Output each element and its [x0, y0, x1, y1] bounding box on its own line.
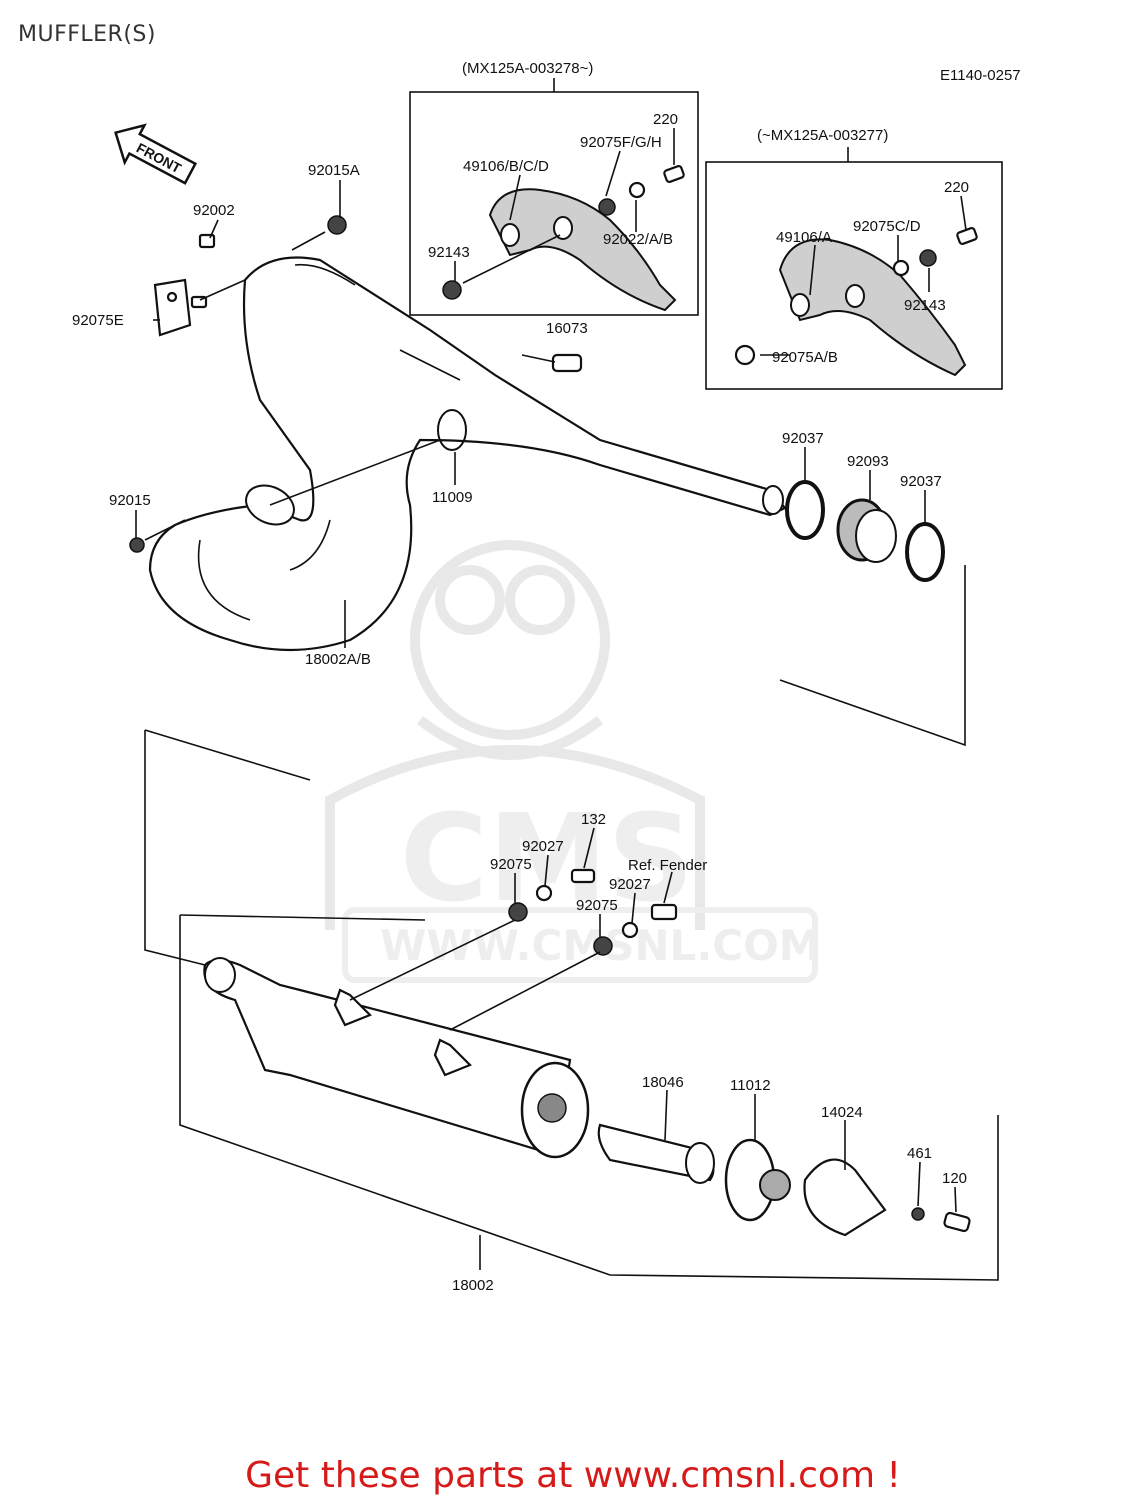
label-92075e: 92075E — [72, 312, 124, 329]
group-box-early-serial — [705, 161, 1003, 390]
heat-guard-early — [778, 238, 967, 377]
diagram-code: E1140-0257 — [940, 67, 1021, 84]
label-18046: 18046 — [642, 1074, 684, 1091]
label-18002ab: 18002A/B — [305, 651, 371, 668]
label-92143-a: 92143 — [428, 244, 470, 261]
silencer-mount-hardware — [508, 868, 678, 956]
small-parts-early — [734, 227, 978, 366]
silencer — [203, 957, 590, 1159]
gasket-ring — [437, 409, 467, 451]
expansion-chamber — [148, 256, 787, 652]
label-16073: 16073 — [546, 320, 588, 337]
part-labels: 220 92075F/G/H 49106/B/C/D 92022/A/B 921… — [72, 111, 969, 1294]
label-461: 461 — [907, 1145, 932, 1162]
clamp-connector-set — [785, 480, 945, 582]
label-92075cd: 92075C/D — [853, 218, 921, 235]
silencer-rear-parts — [597, 1123, 971, 1237]
label-92027-b: 92027 — [609, 876, 651, 893]
label-92022ab: 92022/A/B — [603, 231, 673, 248]
watermark: CMS WWW.CMSNL.COM — [325, 540, 821, 983]
label-220-a: 220 — [653, 111, 678, 128]
label-92093: 92093 — [847, 453, 889, 470]
label-92075fgh: 92075F/G/H — [580, 134, 662, 151]
label-92015: 92015 — [109, 492, 151, 509]
label-92075-a: 92075 — [490, 856, 532, 873]
label-11012: 11012 — [730, 1077, 771, 1094]
label-92037-a: 92037 — [782, 430, 824, 447]
label-92037-b: 92037 — [900, 473, 942, 490]
label-92143-b: 92143 — [904, 297, 946, 314]
label-18002: 18002 — [452, 1277, 494, 1294]
label-49106bcd: 49106/B/C/D — [463, 158, 549, 175]
footer-link[interactable]: Get these parts at www.cmsnl.com ! — [245, 1455, 901, 1496]
heat-guard-late — [488, 188, 677, 312]
label-132: 132 — [581, 811, 606, 828]
group-label-late-serial: (MX125A-003278~) — [462, 60, 593, 77]
label-14024: 14024 — [821, 1104, 863, 1121]
group-label-early-serial: (~MX125A-003277) — [757, 127, 888, 144]
label-11009: 11009 — [432, 489, 473, 506]
page-title: MUFFLER(S) — [18, 22, 156, 47]
label-92002: 92002 — [193, 202, 235, 219]
label-92027-a: 92027 — [522, 838, 564, 855]
small-parts-late — [442, 165, 685, 300]
front-arrow-icon: FRONT — [114, 123, 198, 185]
leader-lines — [135, 128, 967, 1270]
mount-bracket — [129, 215, 347, 553]
label-92075ab: 92075A/B — [772, 349, 838, 366]
label-49106a: 49106/A — [776, 229, 832, 246]
label-220-b: 220 — [944, 179, 969, 196]
label-120: 120 — [942, 1170, 967, 1187]
label-92075-b: 92075 — [576, 897, 618, 914]
label-92015a: 92015A — [308, 162, 360, 179]
label-ref-fender: Ref. Fender — [628, 857, 707, 874]
insulator-16073 — [551, 353, 583, 373]
